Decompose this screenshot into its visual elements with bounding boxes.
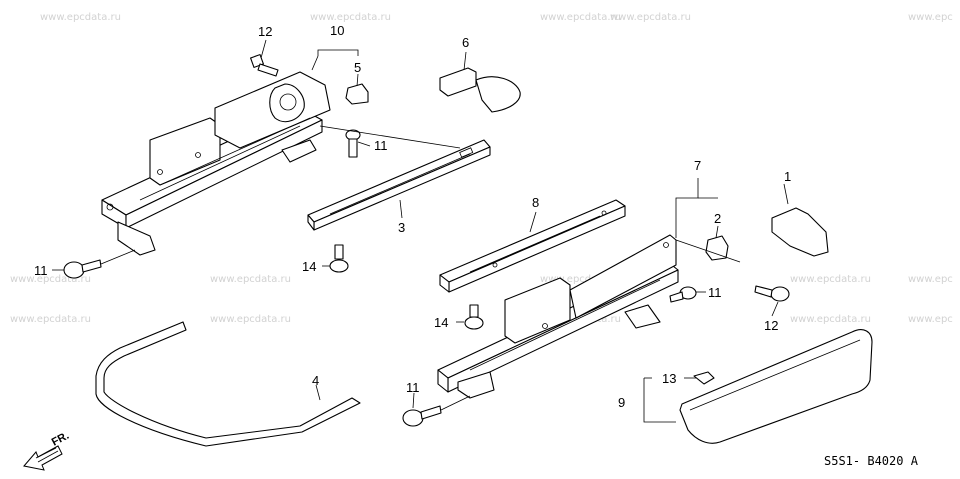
clip-5 [345, 83, 369, 105]
watermark: www.epcdata.ru [210, 314, 291, 325]
clip-13 [693, 371, 715, 385]
callout-5: 5 [354, 60, 361, 75]
callout-11: 11 [374, 138, 388, 153]
callout-2: 2 [714, 211, 721, 226]
callout-12: 12 [258, 24, 272, 39]
watermark: www.epcdata.ru [790, 274, 871, 285]
watermark: www.epcdata.ru [10, 314, 91, 325]
callout-11: 11 [34, 263, 48, 278]
front-label: FR. [50, 430, 71, 449]
front-arrow-icon [23, 445, 63, 471]
callout-3: 3 [398, 220, 405, 235]
watermark: www.epc [908, 274, 953, 285]
callout-9: 9 [618, 395, 625, 410]
callout-6: 6 [462, 35, 469, 50]
adjuster-bar-4 [95, 321, 361, 447]
seat-rail-right-upper [439, 199, 626, 293]
callout-numbers: 1 2 3 4 5 6 7 8 9 10 11 11 11 11 12 12 1… [34, 23, 791, 410]
rail-cover-9 [679, 329, 873, 444]
watermark: www.epc [908, 12, 953, 23]
callout-4: 4 [312, 373, 319, 388]
watermark: www.epcdata.ru [790, 314, 871, 325]
callout-14: 14 [434, 315, 448, 330]
callout-11: 11 [406, 380, 420, 395]
bolt-11-bottom [402, 405, 442, 427]
clip-2 [705, 235, 729, 261]
bolt-12-right [754, 285, 790, 302]
watermark: www.epcdata.ru [610, 12, 691, 23]
callout-7: 7 [694, 158, 701, 173]
callout-8: 8 [532, 195, 539, 210]
watermark: www.epcdata.ru [210, 274, 291, 285]
callout-12: 12 [764, 318, 778, 333]
front-direction-indicator: FR. [23, 430, 71, 471]
watermark: www.epcdata.ru [310, 12, 391, 23]
callout-14: 14 [302, 259, 316, 274]
bolt-11-top [345, 129, 361, 158]
bolt-14-right [464, 304, 484, 330]
watermark: www.epcdata.ru [540, 274, 621, 285]
watermark: www.epc [908, 314, 953, 325]
callout-1: 1 [784, 169, 791, 184]
bolt-12-top [250, 54, 279, 77]
callout-13: 13 [662, 371, 676, 386]
watermark: www.epcdata.ru [40, 12, 121, 23]
diagram-code: S5S1- B4020 A [824, 454, 919, 468]
watermark: www.epcdata.ru [10, 274, 91, 285]
seat-adjuster-left [101, 71, 331, 256]
bolt-14-left [329, 244, 349, 273]
watermark: www.epcdata.ru [540, 12, 621, 23]
rail-cover-1 [771, 207, 829, 257]
seat-rail-left [307, 139, 491, 231]
callout-11: 11 [708, 285, 722, 300]
seat-adjuster-right [437, 234, 679, 399]
callout-10: 10 [330, 23, 344, 38]
leader-lines [52, 39, 789, 423]
bolt-11-right [669, 286, 697, 303]
rail-cover-6 [439, 67, 521, 113]
